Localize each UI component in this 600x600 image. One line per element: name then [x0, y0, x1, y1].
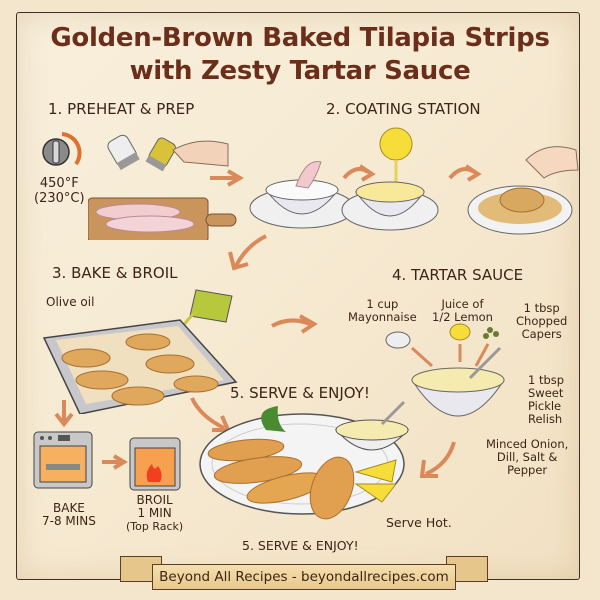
- temp-celsius: (230°C): [34, 191, 85, 206]
- ingredient-qty: 1 tbsp: [528, 373, 565, 387]
- ingredient-line: Dill, Salt &: [496, 450, 558, 464]
- olive-oil-label: Olive oil: [46, 295, 95, 309]
- arrow-curved-right-icon: [342, 164, 376, 182]
- step-4-heading: 4. TARTAR SAUCE: [392, 266, 524, 284]
- ingredient-qty: 1 cup: [366, 297, 399, 311]
- breadcrumb-plate-with-hand-illustration: [467, 146, 579, 235]
- served-plate-illustration: [199, 400, 410, 520]
- ingredient-line: Minced Onion,: [486, 437, 569, 451]
- page-title: Golden-Brown Baked Tilapia Strips with Z…: [0, 22, 600, 88]
- bake-time-label: BAKE 7-8 MINS: [42, 502, 96, 528]
- broil-duration: 1 MIN: [137, 506, 172, 520]
- ingredient-lemon-juice: Juice of 1/2 Lemon: [432, 298, 493, 324]
- arrow-right-icon: [102, 454, 128, 470]
- oven-dial-icon: [42, 132, 82, 166]
- step-5-heading: 5. SERVE & ENJOY!: [230, 384, 370, 402]
- ingredient-line: Pepper: [507, 463, 548, 477]
- ingredient-mayonnaise: 1 cup Mayonnaise: [348, 298, 417, 324]
- footer-banner: Beyond All Recipes - beyondallrecipes.co…: [152, 564, 456, 590]
- step-3-heading: 3. BAKE & BROIL: [52, 264, 178, 282]
- broil-rack-note: (Top Rack): [126, 520, 184, 533]
- arrow-right-icon: [210, 169, 244, 187]
- arrow-curved-right-icon: [271, 314, 318, 334]
- arrow-curved-down-left-icon: [419, 441, 456, 478]
- ingredient-qty: Juice of: [441, 297, 484, 311]
- ingredient-name-2: Pickle: [528, 399, 562, 413]
- ingredient-capers: 1 tbsp Chopped Capers: [516, 302, 567, 341]
- ingredient-name: Mayonnaise: [348, 310, 417, 324]
- oven-temperature: 450°F (230°C): [34, 176, 85, 206]
- broil-time-label: BROIL 1 MIN (Top Rack): [126, 493, 184, 534]
- bake-label: BAKE: [53, 501, 85, 515]
- step-1-heading: 1. PREHEAT & PREP: [48, 100, 195, 118]
- step-2-heading: 2. COATING STATION: [326, 100, 481, 118]
- baking-tray-with-fish-strips-illustration: [42, 289, 238, 414]
- ingredient-name-2: Capers: [521, 327, 562, 341]
- tartar-sauce-bowl-illustration: [385, 323, 505, 417]
- flour-bowl-illustration: [249, 161, 355, 229]
- serve-hot-note: Serve Hot.: [386, 515, 452, 530]
- ingredient-name: Sweet: [528, 386, 564, 400]
- bake-duration: 7-8 MINS: [42, 514, 96, 528]
- arrow-curved-down-left-icon: [228, 234, 267, 271]
- broil-label: BROIL: [136, 493, 173, 507]
- arrow-down-icon: [54, 400, 74, 428]
- ingredient-qty: 1 tbsp: [523, 301, 560, 315]
- oven-bake-icon: [33, 431, 93, 489]
- title-line-1: Golden-Brown Baked Tilapia Strips: [50, 23, 550, 53]
- temp-fahrenheit: 450°F: [39, 176, 79, 191]
- cutting-board-with-fish-illustration: [88, 134, 237, 240]
- oven-broil-icon: [129, 437, 181, 491]
- ingredient-relish: 1 tbsp Sweet Pickle Relish: [528, 374, 564, 426]
- ingredient-name-3: Relish: [528, 412, 563, 426]
- ingredient-seasonings: Minced Onion, Dill, Salt & Pepper: [486, 438, 568, 477]
- ingredient-name: Chopped: [516, 314, 568, 328]
- ingredient-name: 1/2 Lemon: [432, 310, 493, 324]
- step-5-bottom-caption: 5. SERVE & ENJOY!: [242, 538, 359, 553]
- arrow-curved-right-icon: [448, 164, 482, 182]
- title-line-2: with Zesty Tartar Sauce: [129, 56, 471, 86]
- egg-mayo-bowl-with-lemon-illustration: [341, 127, 439, 231]
